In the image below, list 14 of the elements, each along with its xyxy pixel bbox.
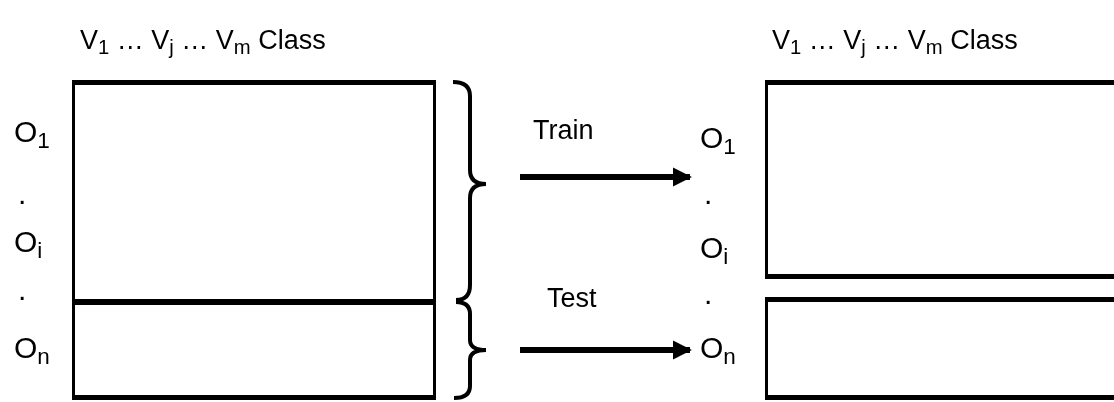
column-header: V$_{1}$ … V$_{j}$ … V$_{m}$ Class (80, 24, 326, 60)
row-label: O$_{i}$ (14, 224, 43, 262)
arrow (520, 167, 692, 187)
row-label: . (704, 182, 713, 206)
row-label: . (704, 282, 713, 306)
column-header: V$_{1}$ … V$_{j}$ … V$_{m}$ Class (772, 24, 1018, 60)
arrow (520, 340, 692, 360)
row-label: . (18, 182, 27, 206)
row-label: O$_{n}$ (14, 330, 50, 368)
row-label: O$_{i}$ (700, 230, 729, 268)
row-label: O$_{1}$ (700, 120, 736, 158)
row-label: . (18, 278, 27, 302)
row-label: O$_{n}$ (700, 330, 736, 368)
row-label: O$_{1}$ (14, 114, 50, 152)
